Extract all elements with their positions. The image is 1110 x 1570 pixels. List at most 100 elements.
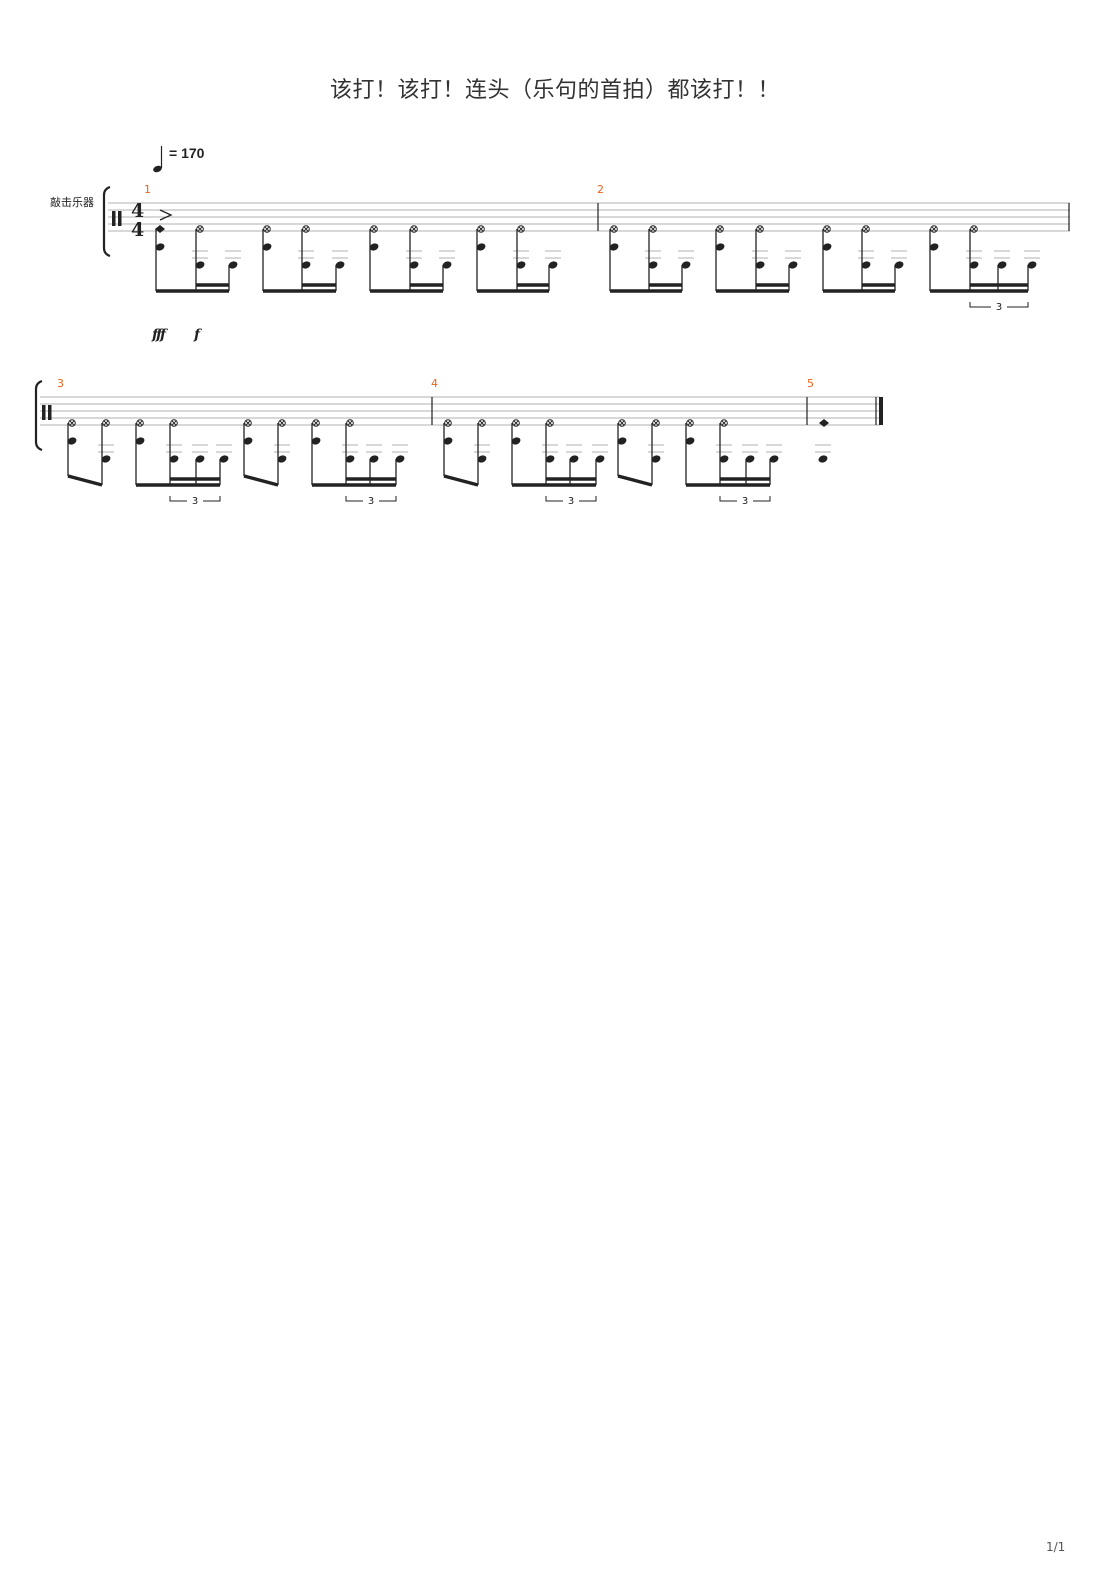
hihat-note bbox=[517, 225, 525, 233]
tuplet-bracket bbox=[345, 496, 363, 502]
hihat-note bbox=[477, 225, 485, 233]
hihat-note bbox=[619, 420, 625, 426]
tuplet-number: 3 bbox=[368, 496, 374, 507]
hihat-note bbox=[69, 420, 75, 426]
snare-note bbox=[476, 243, 486, 251]
snare-note bbox=[929, 243, 939, 251]
kick-note bbox=[969, 261, 979, 269]
hihat-note bbox=[478, 419, 486, 427]
tuplet-number: 3 bbox=[742, 496, 748, 507]
hihat-note bbox=[263, 225, 271, 233]
kick-note bbox=[228, 261, 238, 269]
hihat-note bbox=[611, 226, 617, 232]
kick-note bbox=[755, 261, 765, 269]
hihat-note bbox=[444, 419, 452, 427]
kick-note bbox=[569, 455, 579, 463]
hihat-note bbox=[931, 226, 937, 232]
hihat-note bbox=[279, 420, 285, 426]
hihat-note bbox=[313, 420, 319, 426]
hihat-note bbox=[687, 420, 693, 426]
crash-note bbox=[155, 225, 165, 233]
hihat-note bbox=[513, 420, 519, 426]
kick-note bbox=[516, 261, 526, 269]
hihat-note bbox=[278, 419, 286, 427]
hihat-note bbox=[196, 225, 204, 233]
system-bracket bbox=[102, 185, 111, 258]
hihat-note bbox=[650, 226, 656, 232]
kick-note bbox=[369, 455, 379, 463]
hihat-note bbox=[653, 420, 659, 426]
hihat-note bbox=[264, 226, 270, 232]
hihat-note bbox=[686, 419, 694, 427]
measure-number-5: 5 bbox=[807, 377, 814, 390]
hihat-note bbox=[302, 225, 310, 233]
percussion-clef bbox=[42, 405, 46, 420]
hihat-note bbox=[102, 419, 110, 427]
tuplet-number: 3 bbox=[996, 302, 1002, 313]
note-beam bbox=[67, 474, 103, 487]
score-title: 该打！该打！连头（乐句的首拍）都该打！！ bbox=[329, 78, 780, 103]
kick-note bbox=[745, 455, 755, 463]
tuplet-bracket bbox=[753, 496, 771, 502]
hihat-note bbox=[512, 419, 520, 427]
hihat-note bbox=[862, 225, 870, 233]
snare-note bbox=[262, 243, 272, 251]
hihat-note bbox=[717, 226, 723, 232]
hihat-note bbox=[649, 225, 657, 233]
kick-note bbox=[1027, 261, 1037, 269]
hihat-note bbox=[68, 419, 76, 427]
kick-note bbox=[345, 455, 355, 463]
tuplet-bracket bbox=[379, 496, 397, 502]
snare-note bbox=[822, 243, 832, 251]
crash-note bbox=[819, 419, 829, 427]
measure-number-3: 3 bbox=[57, 377, 64, 390]
kick-note bbox=[301, 261, 311, 269]
kick-note bbox=[442, 261, 452, 269]
hihat-note bbox=[721, 420, 727, 426]
kick-note bbox=[788, 261, 798, 269]
kick-note bbox=[861, 261, 871, 269]
accent-mark bbox=[159, 209, 173, 221]
hihat-note bbox=[863, 226, 869, 232]
tempo-marking: = 170 bbox=[169, 145, 205, 161]
instrument-name: 敲击乐器 bbox=[50, 196, 94, 209]
snare-note bbox=[135, 437, 145, 445]
tuplet-number: 3 bbox=[192, 496, 198, 507]
hihat-note bbox=[970, 225, 978, 233]
hihat-note bbox=[303, 226, 309, 232]
snare-note bbox=[511, 437, 521, 445]
hihat-note bbox=[170, 419, 178, 427]
hihat-note bbox=[347, 420, 353, 426]
kick-note bbox=[818, 455, 828, 463]
kick-note bbox=[548, 261, 558, 269]
tuplet-bracket bbox=[719, 496, 737, 502]
page-number: 1/1 bbox=[1046, 1540, 1066, 1554]
tuplet-number: 3 bbox=[568, 496, 574, 507]
note-beam bbox=[243, 474, 279, 487]
kick-note bbox=[997, 261, 1007, 269]
kick-note bbox=[395, 455, 405, 463]
snare-note bbox=[155, 243, 165, 251]
kick-note bbox=[169, 455, 179, 463]
measure-number-1: 1 bbox=[144, 183, 151, 196]
snare-note bbox=[243, 437, 253, 445]
hihat-note bbox=[547, 420, 553, 426]
snare-note bbox=[369, 243, 379, 251]
dynamic-f: f bbox=[194, 327, 200, 343]
hihat-note bbox=[479, 420, 485, 426]
hihat-note bbox=[197, 226, 203, 232]
hihat-note bbox=[518, 226, 524, 232]
time-signature-top: 4 bbox=[131, 200, 144, 222]
kick-note bbox=[195, 261, 205, 269]
hihat-note bbox=[618, 419, 626, 427]
quarter-note-icon bbox=[153, 146, 163, 173]
tuplet-bracket bbox=[169, 496, 187, 502]
tuplet-bracket bbox=[579, 496, 597, 502]
kick-note bbox=[648, 261, 658, 269]
hihat-note bbox=[756, 225, 764, 233]
tuplet-bracket bbox=[969, 302, 991, 308]
snare-note bbox=[609, 243, 619, 251]
dynamic-fff: fff bbox=[152, 327, 166, 343]
hihat-note bbox=[546, 419, 554, 427]
